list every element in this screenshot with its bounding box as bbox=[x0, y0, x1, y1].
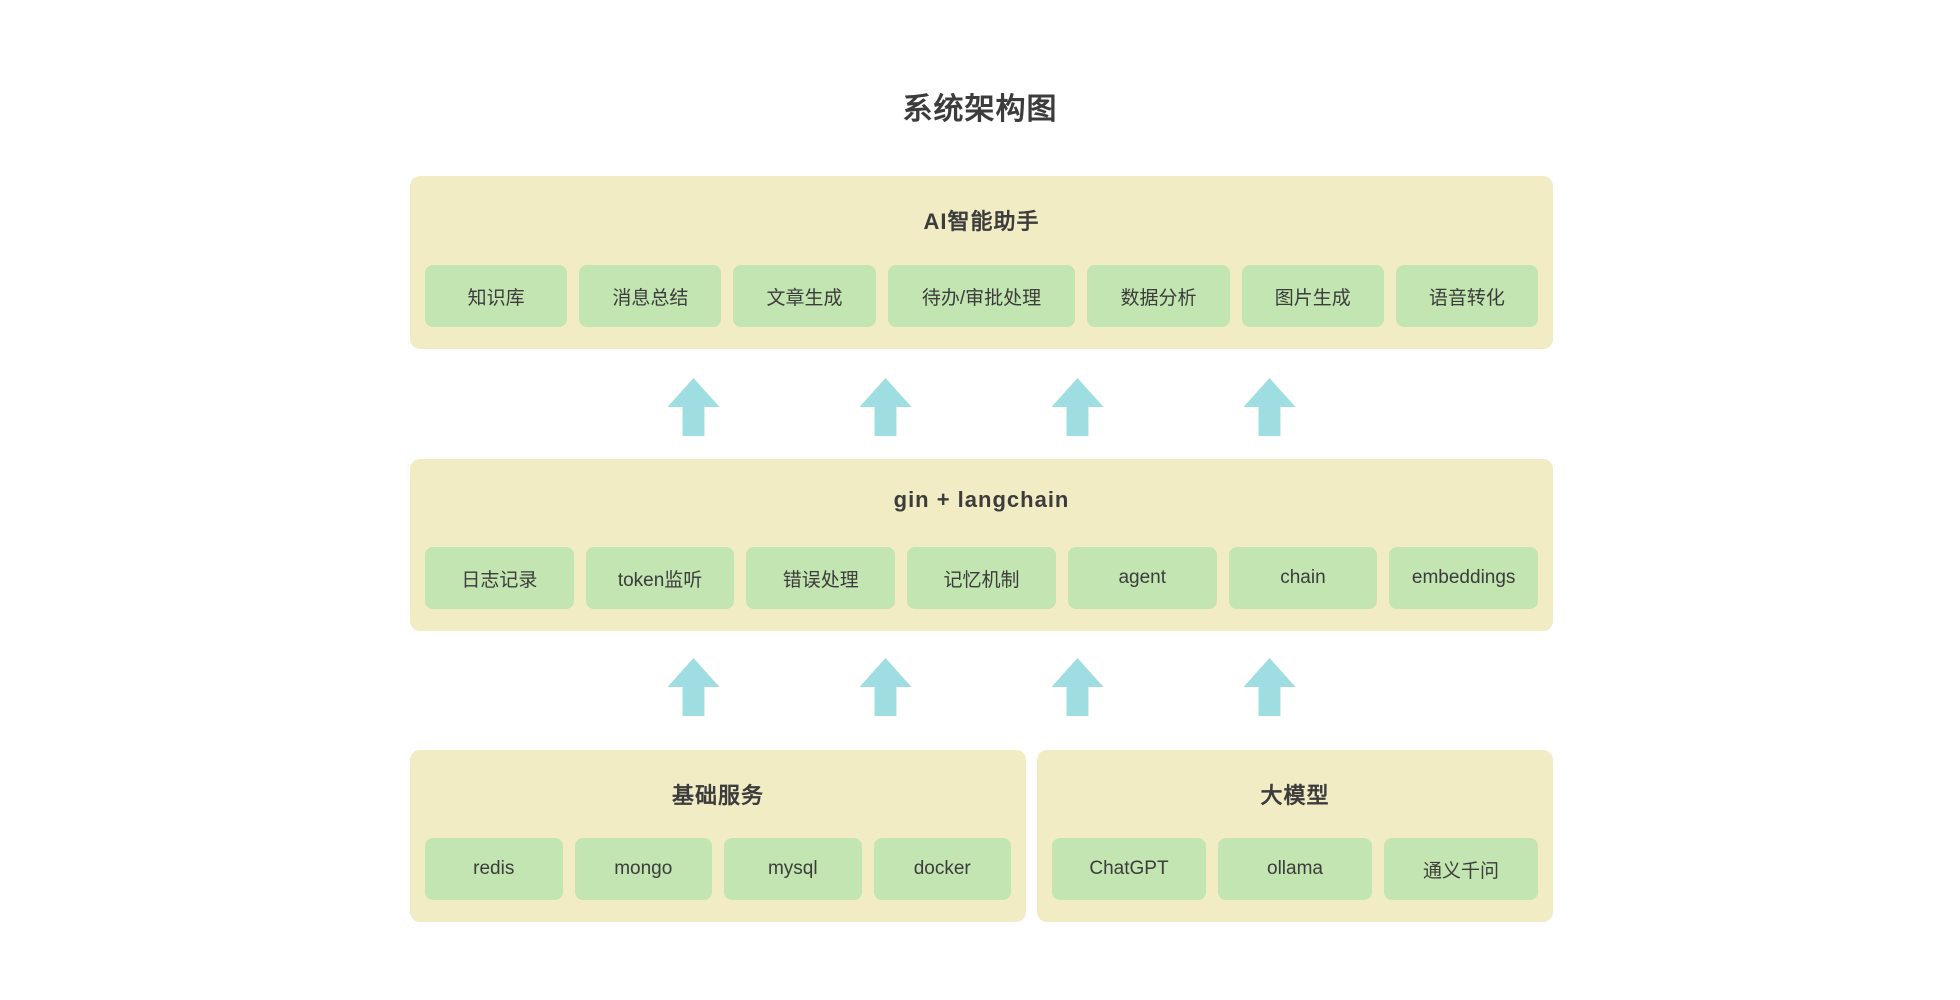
module-chip: 语音转化 bbox=[1395, 265, 1539, 327]
arrow-row-upper bbox=[410, 378, 1553, 436]
up-arrow-icon bbox=[1051, 658, 1104, 716]
arrow-row-lower bbox=[410, 658, 1553, 716]
module-chip: 记忆机制 bbox=[907, 547, 1056, 609]
up-arrow-icon bbox=[1243, 378, 1296, 436]
up-arrow-icon bbox=[1051, 378, 1104, 436]
layer-ai-assistant: AI智能助手 知识库消息总结文章生成待办/审批处理数据分析图片生成语音转化 bbox=[410, 176, 1553, 349]
module-chip: 知识库 bbox=[425, 265, 568, 327]
up-arrow-icon bbox=[667, 378, 720, 436]
module-chip: 通义千问 bbox=[1384, 838, 1538, 900]
up-arrow-icon bbox=[859, 378, 912, 436]
layer-base-services-title: 基础服务 bbox=[671, 783, 764, 808]
module-chip: token监听 bbox=[585, 547, 735, 609]
up-arrow-icon bbox=[1243, 658, 1296, 716]
module-chip: 文章生成 bbox=[733, 265, 876, 327]
layer-gin-langchain-title: gin + langchain bbox=[893, 487, 1070, 512]
module-chip: mysql bbox=[724, 838, 862, 900]
module-chip: docker bbox=[873, 838, 1011, 900]
module-chip: 错误处理 bbox=[746, 547, 896, 609]
module-chip: 数据分析 bbox=[1087, 265, 1230, 327]
module-chip: agent bbox=[1067, 547, 1217, 609]
layer-ai-assistant-title: AI智能助手 bbox=[923, 209, 1040, 234]
up-arrow-icon bbox=[667, 658, 720, 716]
module-chip: ollama bbox=[1218, 838, 1372, 900]
module-chip: 日志记录 bbox=[425, 547, 574, 609]
module-chip: embeddings bbox=[1389, 547, 1539, 609]
layer-llm-models-title: 大模型 bbox=[1260, 783, 1330, 808]
module-row-ai-assistant: 知识库消息总结文章生成待办/审批处理数据分析图片生成语音转化 bbox=[410, 265, 1553, 327]
up-arrow-icon bbox=[859, 658, 912, 716]
module-chip: ChatGPT bbox=[1052, 838, 1206, 900]
module-chip: chain bbox=[1228, 547, 1378, 609]
module-chip: 待办/审批处理 bbox=[887, 265, 1076, 327]
module-chip: mongo bbox=[574, 838, 712, 900]
diagram-title: 系统架构图 bbox=[902, 93, 1058, 126]
module-chip: 图片生成 bbox=[1241, 265, 1384, 327]
module-chip: redis bbox=[425, 838, 563, 900]
module-chip: 消息总结 bbox=[579, 265, 722, 327]
